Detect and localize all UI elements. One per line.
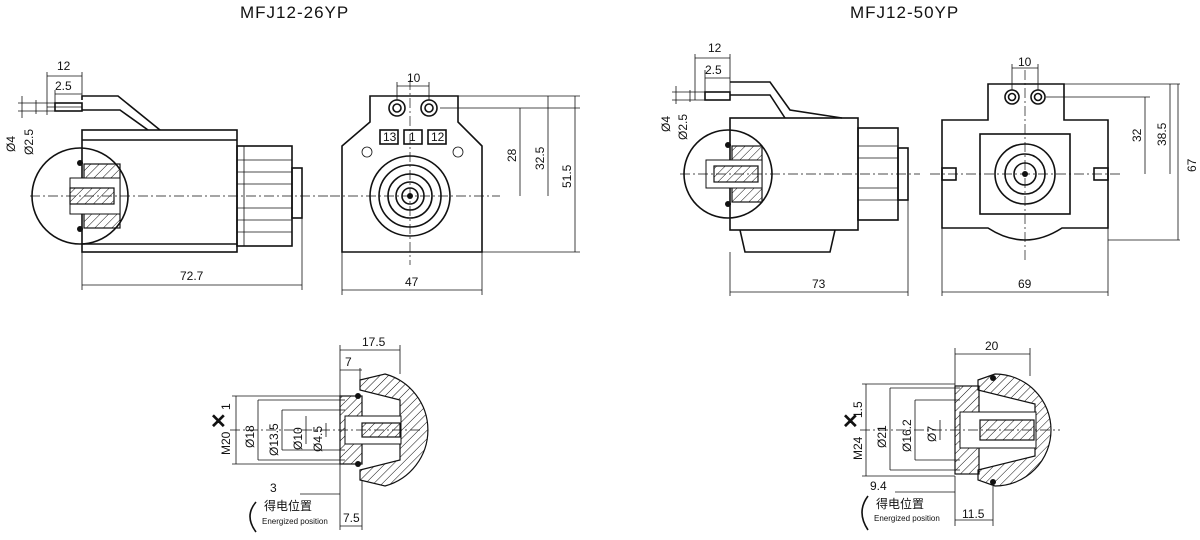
left-side-view: 12 2.5 Ø4 Ø2.5 72.7	[4, 59, 330, 290]
dim-left-d4: Ø4	[4, 136, 18, 152]
energized-label-en-left: Energized position	[262, 517, 328, 526]
dim-left-17-5: 17.5	[362, 335, 386, 349]
dim-left-m20: M20	[219, 431, 233, 455]
dim-left-12: 12	[57, 59, 71, 73]
dim-right-9-4: 9.4	[870, 479, 887, 493]
title-right: MFJ12-50YP	[850, 3, 959, 22]
dim-left-32-5: 32.5	[533, 146, 547, 170]
dim-left-3: 3	[270, 481, 277, 495]
right-front-view: 10 32 38.5 67 69	[930, 55, 1199, 296]
right-section-view: 20 M24 ✕ 1.5 Ø21 Ø16.2 Ø7 9.4 11.5 得电位置 …	[842, 339, 1060, 531]
dim-right-d16-2: Ø16.2	[900, 419, 914, 452]
terminal-13: 13	[383, 130, 397, 144]
dim-left-51-5: 51.5	[560, 164, 574, 188]
dim-right-d2-5: Ø2.5	[676, 114, 690, 140]
dim-left-pitch-10: 10	[407, 71, 421, 85]
dim-left-28: 28	[505, 148, 519, 162]
thread-cross-mark-right: ✕	[842, 411, 859, 433]
dim-right-d21: Ø21	[875, 425, 889, 448]
dim-left-d4-5: Ø4.5	[311, 426, 325, 452]
dim-left-d2-5: Ø2.5	[22, 129, 36, 155]
dim-left-2-5: 2.5	[55, 79, 72, 93]
dim-right-69: 69	[1018, 277, 1032, 291]
right-side-view: 12 2.5 Ø4 Ø2.5 73	[659, 41, 920, 296]
dim-right-pitch-1-5: 1.5	[851, 401, 865, 418]
terminal-12: 12	[431, 130, 445, 144]
thread-cross-mark: ✕	[210, 411, 227, 433]
dim-left-72-7: 72.7	[180, 269, 204, 283]
dim-right-38-5: 38.5	[1155, 122, 1169, 146]
dim-left-7: 7	[345, 355, 352, 369]
dim-left-d10: Ø10	[291, 427, 305, 450]
left-section-view: 17.5 7 M20 ✕ 1 Ø18 Ø13.5 Ø10 Ø4.5 3 7.5 …	[210, 335, 429, 533]
title-left: MFJ12-26YP	[240, 3, 349, 22]
dim-right-pitch-10: 10	[1018, 55, 1032, 69]
energized-label-cn-left: 得电位置	[264, 498, 312, 513]
dim-left-7-5: 7.5	[343, 511, 360, 525]
dim-left-d13-5: Ø13.5	[267, 423, 281, 456]
dim-right-32: 32	[1130, 128, 1144, 142]
dim-left-47: 47	[405, 275, 419, 289]
dim-right-d7: Ø7	[925, 426, 939, 442]
dim-right-2-5: 2.5	[705, 63, 722, 77]
dim-left-pitch-1: 1	[219, 403, 233, 410]
dim-right-67: 67	[1185, 158, 1199, 172]
dim-right-12: 12	[708, 41, 722, 55]
dim-right-m24: M24	[851, 436, 865, 460]
dim-right-73: 73	[812, 277, 826, 291]
dim-right-d4: Ø4	[659, 116, 673, 132]
dim-right-20: 20	[985, 339, 999, 353]
energized-label-en-right: Energized position	[874, 514, 940, 523]
dim-left-d18: Ø18	[243, 425, 257, 448]
left-front-view: 13 1 12 10 28 32.5 51.5 47	[330, 71, 580, 295]
terminal-1: 1	[409, 130, 416, 144]
energized-label-cn-right: 得电位置	[876, 496, 924, 511]
dim-right-11-5: 11.5	[962, 507, 985, 521]
